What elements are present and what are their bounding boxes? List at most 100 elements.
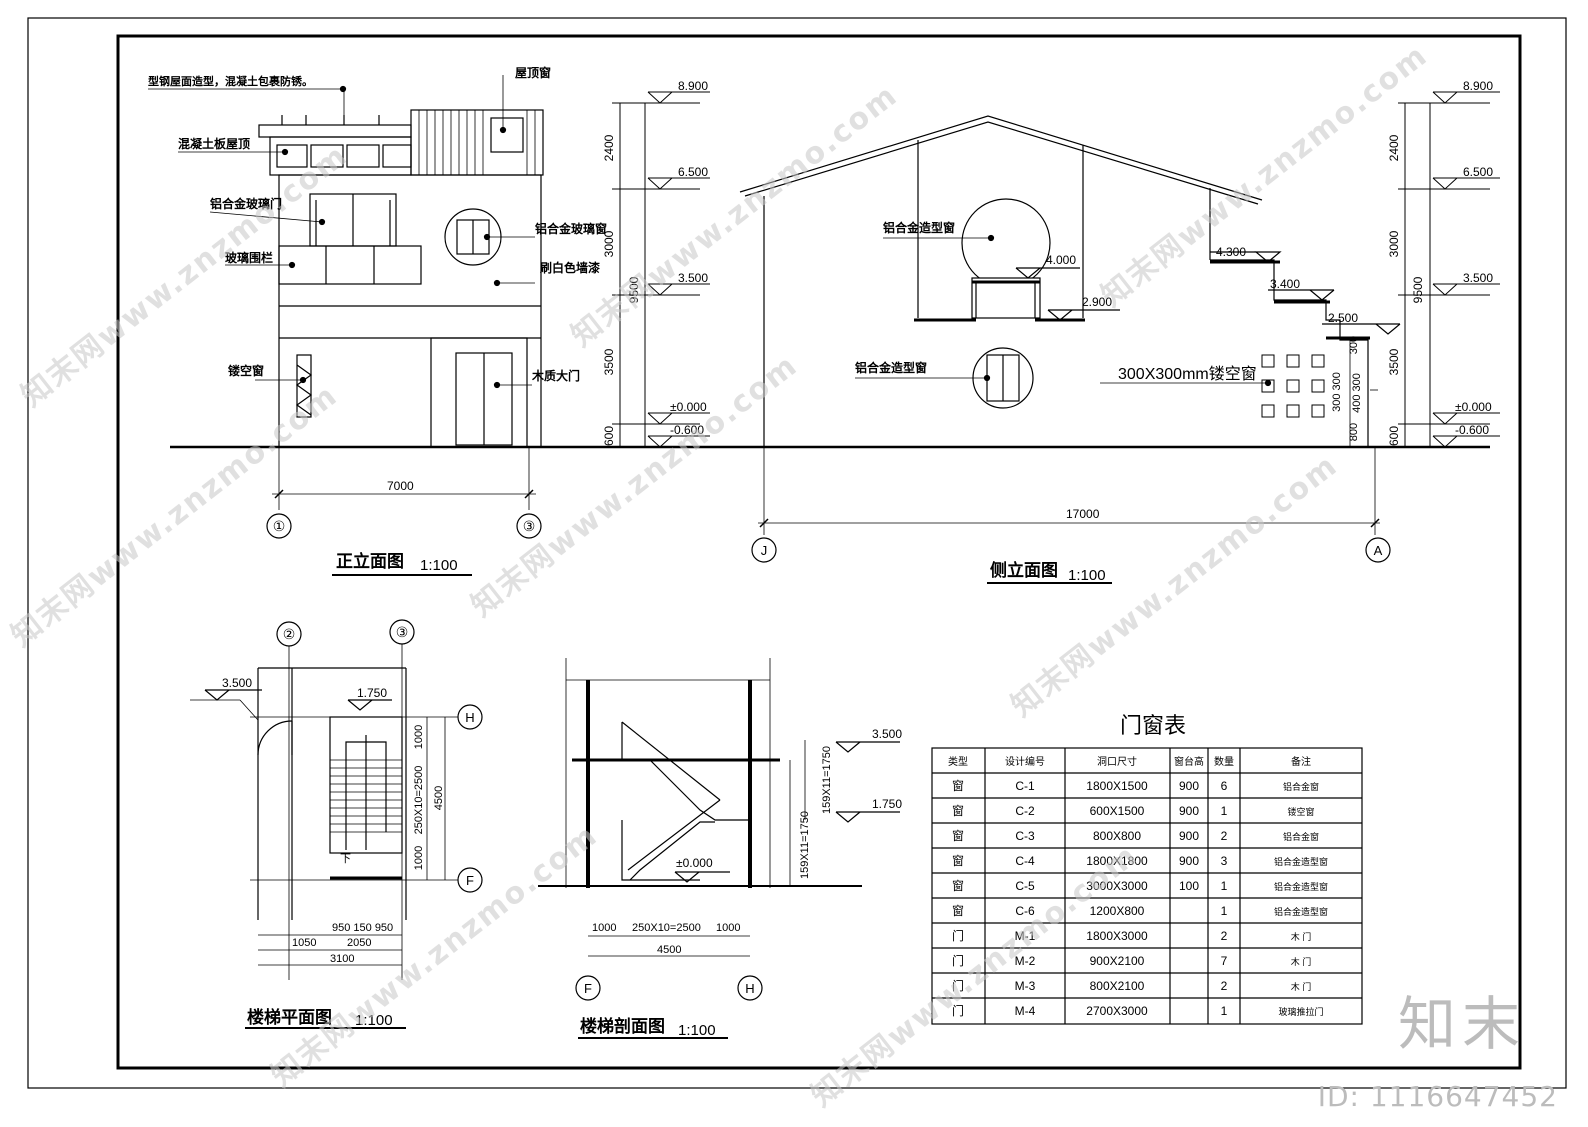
table-cell: 1	[1221, 1004, 1228, 1018]
table-cell: 门	[952, 1003, 964, 1018]
table-cell: 6	[1221, 779, 1228, 793]
level-side-2500: 2.500	[1328, 311, 1358, 325]
level-front-neg600: -0.600	[670, 423, 704, 437]
level-side-6500: 6.500	[1463, 165, 1493, 179]
table-header-cell: 备注	[1291, 755, 1311, 768]
dim-front-width: 7000	[387, 479, 414, 493]
table-cell: 铝合金造型窗	[1274, 906, 1328, 917]
level-side-neg600: -0.600	[1455, 423, 1489, 437]
table-header-cell: 数量	[1214, 755, 1234, 768]
note-side-openwork: 300X300mm镂空窗	[1118, 365, 1257, 383]
inner-border	[116, 34, 1522, 1070]
table-cell: M-1	[1015, 929, 1036, 943]
table-cell: 7	[1221, 954, 1228, 968]
axis-label-A: A	[1374, 543, 1383, 558]
side-elevation-title: 侧立面图	[990, 560, 1058, 580]
roof-slab	[258, 124, 412, 138]
axis-label-3: ③	[523, 518, 536, 534]
dim-plan-4500: 4500	[433, 786, 445, 810]
level-side-4300: 4.300	[1216, 245, 1246, 259]
table-cell: 窗	[952, 829, 964, 843]
side-round-window-top	[961, 198, 1051, 288]
dim-side-small-300: 300	[1348, 336, 1360, 354]
side-elevation-scale: 1:100	[1068, 567, 1106, 584]
front-elevation-title: 正立面图	[336, 551, 404, 571]
dim-side-3500: 3500	[1387, 348, 1401, 375]
stair-plan-scale: 1:100	[355, 1012, 393, 1029]
note-wood-door: 木质大门	[531, 368, 580, 383]
dim-section-4500: 4500	[657, 944, 681, 956]
front-body	[278, 174, 542, 448]
dim-side-2400: 2400	[1387, 134, 1401, 161]
table-cell: 1	[1221, 879, 1228, 893]
note-alu-glass-window: 铝合金玻璃窗	[535, 221, 607, 236]
dim-section-riser-upper: 159X11=1750	[821, 746, 833, 814]
stair-section-title: 楼梯剖面图	[580, 1016, 665, 1036]
dim-plan-2500: 250X10=2500	[413, 766, 425, 835]
table-cell: 900	[1179, 779, 1199, 793]
dim-side-small-400-300: 400 300	[1351, 373, 1363, 413]
brand-logo: 知末	[1397, 990, 1526, 1058]
front-level-markers	[612, 91, 710, 448]
level-side-3500: 3.500	[1463, 271, 1493, 285]
dim-plan-1050: 1050	[292, 937, 316, 949]
dim-plan-2050: 2050	[347, 937, 371, 949]
level-side-4000: 4.000	[1046, 253, 1076, 267]
wood-door	[430, 337, 528, 448]
stair-section-scale: 1:100	[678, 1022, 716, 1039]
stair-down-label: 下	[340, 853, 351, 865]
table-cell: 100	[1179, 879, 1199, 893]
table-cell: 门	[952, 978, 964, 993]
dim-front-3000: 3000	[602, 230, 616, 257]
table-cell: C-4	[1015, 854, 1035, 868]
front-elevation	[148, 75, 1490, 576]
skylight-window	[490, 117, 524, 153]
dim-section-1000b: 1000	[716, 922, 740, 934]
stair-plan-title: 楼梯平面图	[247, 1007, 332, 1027]
brand-id: ID: 1116647452	[1317, 1080, 1558, 1113]
table-header-cell: 窗台高	[1174, 755, 1204, 768]
dim-side-small-300-300: 300 300	[1331, 372, 1343, 412]
note-white-wall: 刷白色墙漆	[540, 260, 600, 275]
dim-side-width: 17000	[1066, 507, 1100, 521]
dim-plan-1000b: 1000	[413, 846, 425, 870]
note-side-alu-window-2: 铝合金造型窗	[855, 360, 927, 375]
table-header-cell: 设计编号	[1005, 755, 1045, 768]
table-cell: 2700X3000	[1086, 1004, 1148, 1018]
level-front-0000: ±0.000	[670, 400, 707, 414]
dim-plan-950-150-950: 950 150 950	[332, 922, 393, 934]
dim-front-3500: 3500	[602, 348, 616, 375]
table-cell: 镂空窗	[1287, 806, 1314, 817]
table-cell: C-1	[1015, 779, 1035, 793]
stair-section	[538, 658, 900, 1039]
table-cell: M-3	[1015, 979, 1036, 993]
table-cell: C-5	[1015, 879, 1035, 893]
table-cell: 900	[1179, 804, 1199, 818]
dim-front-total: 9500	[627, 276, 641, 303]
note-skylight: 屋顶窗	[515, 65, 551, 80]
glass-rail	[278, 245, 422, 285]
table-cell: 铝合金窗	[1283, 831, 1319, 842]
note-openwork-window: 镂空窗	[228, 363, 264, 378]
dim-plan-1000a: 1000	[413, 725, 425, 749]
dim-front-600: 600	[602, 426, 616, 446]
note-glass-rail: 玻璃围栏	[225, 250, 273, 265]
table-cell: 玻璃推拉门	[1278, 1006, 1323, 1017]
dim-section-1000a: 1000	[592, 922, 616, 934]
level-side-8900: 8.900	[1463, 79, 1493, 93]
note-side-alu-window-1: 铝合金造型窗	[883, 220, 955, 235]
axis-label-3b: ③	[396, 624, 409, 640]
level-side-2900: 2.900	[1082, 295, 1112, 309]
level-section-0000: ±0.000	[676, 856, 713, 870]
table-cell: C-2	[1015, 804, 1035, 818]
table-cell: 800X2100	[1090, 979, 1145, 993]
table-cell: 窗	[952, 904, 964, 918]
table-cell: 木 门	[1291, 956, 1312, 967]
table-cell: 铝合金造型窗	[1274, 856, 1328, 867]
openwork-grid	[1261, 354, 1325, 418]
table-cell: 2	[1221, 929, 1228, 943]
table-cell: 800X800	[1093, 829, 1141, 843]
axis-label-F: F	[466, 873, 474, 888]
